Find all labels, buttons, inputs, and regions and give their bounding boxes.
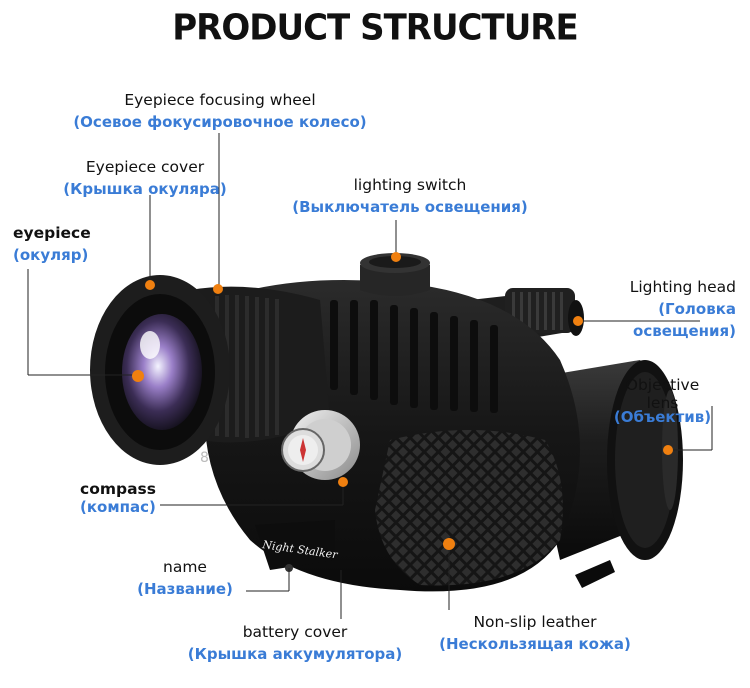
label-non-slip-en: Non-slip leather (473, 613, 597, 631)
label-name-en: name (163, 558, 207, 576)
label-battery-cover-ru: (Крышка аккумулятора) (187, 645, 403, 663)
label-name-ru: (Название) (137, 580, 233, 598)
label-eyepiece: eyepiece (окуляр) (13, 222, 91, 266)
label-objective-en2: lens (646, 394, 679, 412)
label-lighting-switch: lighting switch (Выключатель освещения) (280, 174, 540, 218)
compass (281, 410, 360, 480)
label-compass: compass (компас) (80, 478, 156, 518)
name-badge: Night Stalker (255, 520, 339, 572)
label-objective-en1: Objective (625, 376, 700, 394)
callout-markers (132, 252, 673, 550)
eyepiece-assembly (90, 275, 330, 465)
label-eyepiece-cover-en: Eyepiece cover (85, 158, 205, 176)
label-lighting-head-ru1: (Головка (658, 300, 736, 318)
label-lighting-head-en: Lighting head (629, 278, 736, 296)
label-non-slip: Non-slip leather (Нескользящая кожа) (425, 611, 645, 655)
label-objective-ru: (Объектив) (613, 408, 712, 426)
label-battery-cover-en: battery cover (242, 623, 348, 641)
page-title: PRODUCT STRUCTURE (172, 7, 578, 49)
label-eyepiece-ru: (окуляр) (13, 246, 89, 264)
label-lighting-switch-en: lighting switch (353, 176, 467, 194)
label-focus-wheel: Eyepiece focusing wheel (Осевое фокусиро… (60, 89, 380, 133)
label-lighting-switch-ru: (Выключатель освещения) (292, 198, 528, 216)
label-non-slip-ru: (Нескользящая кожа) (439, 635, 631, 653)
label-eyepiece-en: eyepiece (13, 224, 91, 242)
label-name: name (Название) (130, 556, 240, 600)
label-eyepiece-cover-ru: (Крышка окуляра) (63, 180, 227, 198)
strap-hook (575, 560, 615, 588)
eyepiece-mark: 8 (200, 450, 209, 466)
label-eyepiece-cover: Eyepiece cover (Крышка окуляра) (45, 156, 245, 200)
label-objective: Objective lens (Объектив) (600, 374, 725, 428)
label-lighting-head-ru2: освещения) (633, 322, 736, 340)
label-battery-cover: battery cover (Крышка аккумулятора) (170, 621, 420, 665)
leader-lines (27, 133, 713, 619)
label-compass-en: compass (80, 480, 156, 498)
lighting-switch (360, 253, 430, 296)
label-focus-wheel-en: Eyepiece focusing wheel (124, 91, 316, 109)
label-compass-ru: (компас) (80, 498, 156, 516)
label-focus-wheel-ru: (Осевое фокусировочное колесо) (73, 113, 367, 131)
label-lighting-head: Lighting head (Головка освещения) (630, 276, 736, 342)
